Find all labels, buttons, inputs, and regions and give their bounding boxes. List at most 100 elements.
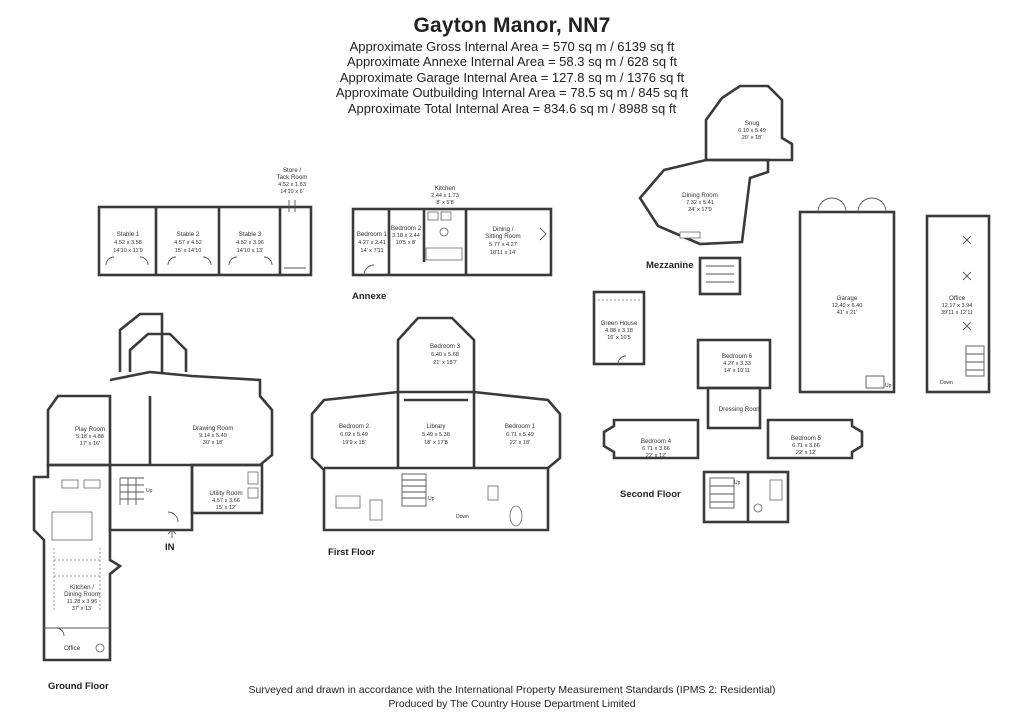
room-dims: 4.27 x 2.41 <box>358 240 386 246</box>
area-annexe: Approximate Annexe Internal Area = 58.3 … <box>347 54 677 70</box>
room-dims: 5.77 x 4.27 <box>489 242 517 248</box>
room-name: Sitting Room <box>485 233 520 240</box>
room-name: Dining Room <box>64 591 100 598</box>
room-dims-imperial: 22' x 12' <box>646 453 667 459</box>
stair-up-label: Up <box>885 383 892 389</box>
room-dims-imperial: 8' x 5'8 <box>436 200 453 206</box>
room-name: Bedroom 4 <box>641 438 672 445</box>
room-dims-imperial: 10'5 x 8' <box>396 240 417 246</box>
room-dims: 4.52 x 3.58 <box>114 240 142 246</box>
area-gross: Approximate Gross Internal Area = 570 sq… <box>349 39 675 54</box>
room-dims-imperial: 14'10 x 6' <box>280 189 304 195</box>
room-dims: 4.57 x 4.52 <box>174 240 202 246</box>
room-name: Bedroom 3 <box>430 343 461 350</box>
room-name: Stable 2 <box>177 231 200 238</box>
room-dims-imperial: 30' x 18' <box>203 440 224 446</box>
annexe-plan: Kitchen 2.44 x 1.73 8' x 5'8 Bedroom 1 4… <box>351 185 553 302</box>
stair-down-label: Down <box>456 514 469 520</box>
area-total: Approximate Total Internal Area = 834.6 … <box>347 100 677 116</box>
room-dims-imperial: 14'10 x 13' <box>237 248 264 254</box>
room-dims: 6.40 x 5.68 <box>431 352 459 358</box>
room-dims: 4.88 x 3.18 <box>605 328 633 334</box>
room-dims-imperial: 21' x 18'7 <box>433 360 457 366</box>
room-name: Office <box>949 295 966 302</box>
room-dims: 4.52 x 3.96 <box>236 240 264 246</box>
room-dims-imperial: 39'11 x 12'11 <box>941 310 973 316</box>
room-name: Dressing Room <box>719 406 762 413</box>
room-dims: 6.71 x 3.66 <box>792 443 820 449</box>
stair-up-label: Up <box>146 488 153 494</box>
room-name: Bedroom 1 <box>505 423 536 430</box>
room-dims-imperial: 15' x 14'10 <box>175 248 202 254</box>
footer-producer-note: Produced by The Country House Department… <box>388 697 636 710</box>
footer-notes: Surveyed and drawn in accordance with th… <box>0 684 1024 711</box>
room-dims-imperial: 14'10 x 11'9 <box>113 248 142 254</box>
room-dims: 6.71 x 3.66 <box>642 446 670 452</box>
room-name: Bedroom 2 <box>339 423 370 430</box>
stables-block: Stable 1 4.52 x 3.58 14'10 x 11'9 Stable… <box>97 167 313 277</box>
room-name: Library <box>427 423 447 430</box>
room-name: Green House <box>601 320 638 327</box>
floor-label-mezzanine: Mezzanine <box>646 260 694 271</box>
room-name: Play Room <box>75 426 105 433</box>
room-name: Snug <box>745 120 760 127</box>
room-name: Stable 1 <box>117 231 140 238</box>
office-outbuilding-plan: Down Office 12.17 x 3.94 39'11 x 12'11 <box>925 214 991 394</box>
room-dims: 6.10 x 5.49 <box>738 128 766 134</box>
footer-standard-note: Surveyed and drawn in accordance with th… <box>248 684 776 696</box>
room-dims-imperial: 14' x 10'11 <box>724 368 750 374</box>
stair-up-label: Up <box>734 480 741 486</box>
floor-label-first: First Floor <box>328 547 375 558</box>
stair-down-label: Down <box>940 380 953 386</box>
area-garage: Approximate Garage Internal Area = 127.8… <box>339 69 685 85</box>
room-name: Store / <box>283 167 302 174</box>
room-dims-imperial: 41' x 21' <box>837 310 858 316</box>
second-floor-plan: Up Bedroom 6 4.27 x 3.33 14' x 10'11 Dre… <box>602 338 864 524</box>
floor-label-second: Second Floor <box>620 489 681 500</box>
entrance-label: IN <box>165 542 175 553</box>
area-outbuilding: Approximate Outbuilding Internal Area = … <box>335 85 689 101</box>
room-name: Office <box>64 645 81 652</box>
floor-label-ground: Ground Floor <box>48 681 109 692</box>
greenhouse-plan: Green House 4.88 x 3.18 16' x 10'5 <box>592 290 646 366</box>
room-dims: 5.49 x 5.38 <box>422 432 450 438</box>
room-name: Stable 3 <box>239 231 262 238</box>
ground-floor-plan: Up IN Play Room 5.18 x 4.88 17' x 16' Dr… <box>32 312 274 692</box>
room-dims-imperial: 18'11 x 14' <box>490 250 516 256</box>
room-dims: 7.32 x 5.41 <box>686 200 714 206</box>
room-dims-imperial: 22' x 12' <box>796 450 817 456</box>
room-name: Kitchen <box>435 185 456 192</box>
room-dims-imperial: 14' x 7'11 <box>360 248 383 254</box>
room-dims: 12.17 x 3.94 <box>942 303 973 309</box>
room-dims: 11.28 x 3.96 <box>67 599 97 605</box>
room-name: Bedroom 2 <box>391 225 422 232</box>
room-dims: 3.18 x 2.44 <box>392 233 420 239</box>
room-dims-imperial: 22' x 18' <box>510 440 531 446</box>
room-dims: 4.57 x 3.66 <box>212 498 240 504</box>
room-name: Dining Room <box>682 192 718 199</box>
room-name: Bedroom 1 <box>357 231 388 238</box>
room-dims: 6.02 x 5.49 <box>340 432 368 438</box>
room-dims-imperial: 24' x 17'9 <box>688 207 712 213</box>
room-dims-imperial: 37' x 13' <box>72 606 93 612</box>
floor-label-annexe: Annexe <box>352 291 386 302</box>
room-name: Drawing Room <box>193 425 234 432</box>
room-dims: 5.18 x 4.88 <box>76 434 104 440</box>
garage-plan: Up Garage 12.40 x 6.40 41' x 21' <box>798 197 896 394</box>
room-dims-imperial: 18' x 17'8 <box>424 440 448 446</box>
area-summary: Approximate Gross Internal Area = 570 sq… <box>0 39 1024 116</box>
first-floor-plan: Up Down Bedroom 3 6.40 x 5.68 21' x 18'7… <box>310 316 562 558</box>
room-dims-imperial: 20' x 18' <box>742 135 763 141</box>
room-dims: 4.52 x 1.83 <box>278 182 306 188</box>
room-dims: 6.71 x 5.49 <box>506 432 534 438</box>
room-dims-imperial: 19'9 x 18' <box>342 440 366 446</box>
room-dims: 2.44 x 1.73 <box>431 193 459 199</box>
room-dims-imperial: 16' x 10'5 <box>607 335 631 341</box>
room-name: Bedroom 6 <box>722 353 753 360</box>
room-name: Utility Room <box>209 490 242 497</box>
mezzanine-plan: Snug 6.10 x 5.49 20' x 18' Dining Room 7… <box>638 84 794 296</box>
stair-up-label: Up <box>428 496 435 502</box>
room-dims: 9.14 x 5.49 <box>199 433 227 439</box>
room-dims-imperial: 17' x 16' <box>80 441 101 447</box>
room-name: Bedroom 5 <box>791 435 822 442</box>
